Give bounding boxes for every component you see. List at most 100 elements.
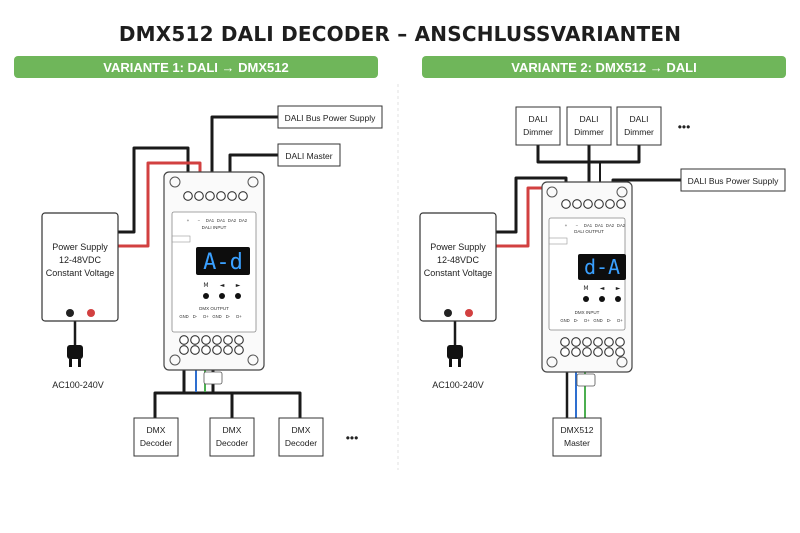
right-button-1[interactable] <box>583 296 589 302</box>
left-top-terminal-label-3: DA1 <box>206 218 215 223</box>
left-bottom-terminal-label-5: D- <box>226 314 231 319</box>
left-power-supply: Power Supply 12-48VDC Constant Voltage <box>41 212 119 322</box>
right-button-3[interactable] <box>615 296 621 302</box>
right-top-terminal-label-4: DA1 <box>595 223 604 228</box>
left-bottom-terminal-1 <box>179 345 189 355</box>
right-bottom-upper-terminal-2 <box>571 337 581 347</box>
left-button-label-2: ◄ <box>220 282 225 289</box>
right-dmx512-master: DMX512 Master <box>552 417 602 457</box>
svg-text:DALI Master: DALI Master <box>285 151 332 161</box>
left-top-terminal-2 <box>194 191 204 201</box>
right-mains-label: AC100-240V <box>432 380 484 390</box>
right-bottom-terminal-5 <box>604 347 614 357</box>
left-bottom-terminal-2 <box>190 345 200 355</box>
left-top-terminal-5 <box>227 191 237 201</box>
svg-text:Power Supply: Power Supply <box>430 242 486 252</box>
right-top-terminal-2 <box>572 199 582 209</box>
svg-text:Constant Voltage: Constant Voltage <box>424 268 493 278</box>
right-top-terminal-label-6: DA2 <box>617 223 626 228</box>
left-dali-bus-power-supply: DALI Bus Power Supply <box>277 105 383 129</box>
left-bottom-upper-terminal-3 <box>201 335 211 345</box>
svg-text:Decoder: Decoder <box>285 438 317 448</box>
svg-text:Power Supply: Power Supply <box>52 242 108 252</box>
right-top-terminal-label-2: − <box>576 223 579 228</box>
left-wires <box>73 115 302 418</box>
left-dmx-decoder-3: DMX Decoder <box>278 417 324 457</box>
left-bottom-terminal-label-2: D- <box>193 314 198 319</box>
left-ellipsis: ••• <box>346 431 359 445</box>
right-top-terminal-3 <box>583 199 593 209</box>
right-button-label-3: ► <box>616 285 621 292</box>
svg-text:DMX: DMX <box>292 425 311 435</box>
left-bottom-terminal-4 <box>212 345 222 355</box>
svg-text:DALI INPUT: DALI INPUT <box>202 225 227 230</box>
svg-text:DALI Bus Power Supply: DALI Bus Power Supply <box>688 176 779 186</box>
right-top-terminals <box>561 199 626 209</box>
left-mains-plug-icon: AC100-240V <box>52 345 104 390</box>
right-dali-dimmer-2: DALI Dimmer <box>566 106 612 146</box>
right-bottom-terminals <box>560 337 625 357</box>
left-button-3[interactable] <box>235 293 241 299</box>
left-dmx-decoder-2: DMX Decoder <box>209 417 255 457</box>
right-mains-plug-icon: AC100-240V <box>432 345 484 390</box>
left-bottom-terminals <box>179 335 244 355</box>
left-button-1[interactable] <box>203 293 209 299</box>
right-bottom-terminal-label-4: GND <box>593 318 602 323</box>
left-banner: VARIANTE 1: DALI → DMX512 <box>14 56 378 78</box>
left-top-terminals <box>183 191 248 201</box>
left-bottom-upper-terminal-5 <box>223 335 233 345</box>
right-bottom-terminal-label-1: GND <box>560 318 569 323</box>
left-bottom-upper-terminal-1 <box>179 335 189 345</box>
left-bottom-terminal-3 <box>201 345 211 355</box>
svg-text:12-48VDC: 12-48VDC <box>59 255 102 265</box>
right-top-terminal-6 <box>616 199 626 209</box>
right-wires <box>453 145 681 418</box>
right-power-supply: Power Supply 12-48VDC Constant Voltage <box>419 212 497 322</box>
left-display <box>196 247 250 275</box>
left-top-terminal-4 <box>216 191 226 201</box>
svg-text:DALI: DALI <box>630 114 649 124</box>
right-bottom-terminal-4 <box>593 347 603 357</box>
right-top-terminal-1 <box>561 199 571 209</box>
left-bottom-terminal-label-6: D+ <box>236 314 242 319</box>
right-display <box>578 254 626 280</box>
left-button-label-1: M <box>203 282 208 289</box>
left-button-2[interactable] <box>219 293 225 299</box>
right-top-terminal-4 <box>594 199 604 209</box>
svg-text:Constant Voltage: Constant Voltage <box>46 268 115 278</box>
right-bottom-upper-terminal-5 <box>604 337 614 347</box>
right-bottom-terminal-label-6: D+ <box>617 318 623 323</box>
left-bottom-terminal-label-1: GND <box>179 314 188 319</box>
right-bottom-terminal-2 <box>571 347 581 357</box>
left-banner-label: VARIANTE 1: DALI → DMX512 <box>103 60 288 75</box>
right-bottom-upper-terminal-4 <box>593 337 603 347</box>
left-top-terminal-6 <box>238 191 248 201</box>
right-ellipsis: ••• <box>678 120 691 134</box>
right-bottom-terminal-label-5: D- <box>607 318 612 323</box>
right-dali-dimmer-3: DALI Dimmer <box>616 106 662 146</box>
right-banner: VARIANTE 2: DMX512 → DALI <box>422 56 786 78</box>
svg-text:Master: Master <box>564 438 590 448</box>
left-bottom-terminal-label-3: D+ <box>203 314 209 319</box>
left-button-label-3: ► <box>236 282 241 289</box>
right-bottom-upper-terminal-3 <box>582 337 592 347</box>
left-bottom-terminal-5 <box>223 345 233 355</box>
right-top-terminal-label-5: DA2 <box>606 223 615 228</box>
right-button-2[interactable] <box>599 296 605 302</box>
svg-text:DALI: DALI <box>580 114 599 124</box>
left-bottom-terminal-6 <box>234 345 244 355</box>
svg-text:Dimmer: Dimmer <box>624 127 654 137</box>
right-bottom-terminal-6 <box>615 347 625 357</box>
right-bottom-upper-terminal-6 <box>615 337 625 347</box>
svg-text:DALI OUTPUT: DALI OUTPUT <box>574 229 604 234</box>
right-top-terminal-label-3: DA1 <box>584 223 593 228</box>
left-bottom-terminal-label-4: GND <box>212 314 221 319</box>
right-banner-label: VARIANTE 2: DMX512 → DALI <box>511 60 696 75</box>
